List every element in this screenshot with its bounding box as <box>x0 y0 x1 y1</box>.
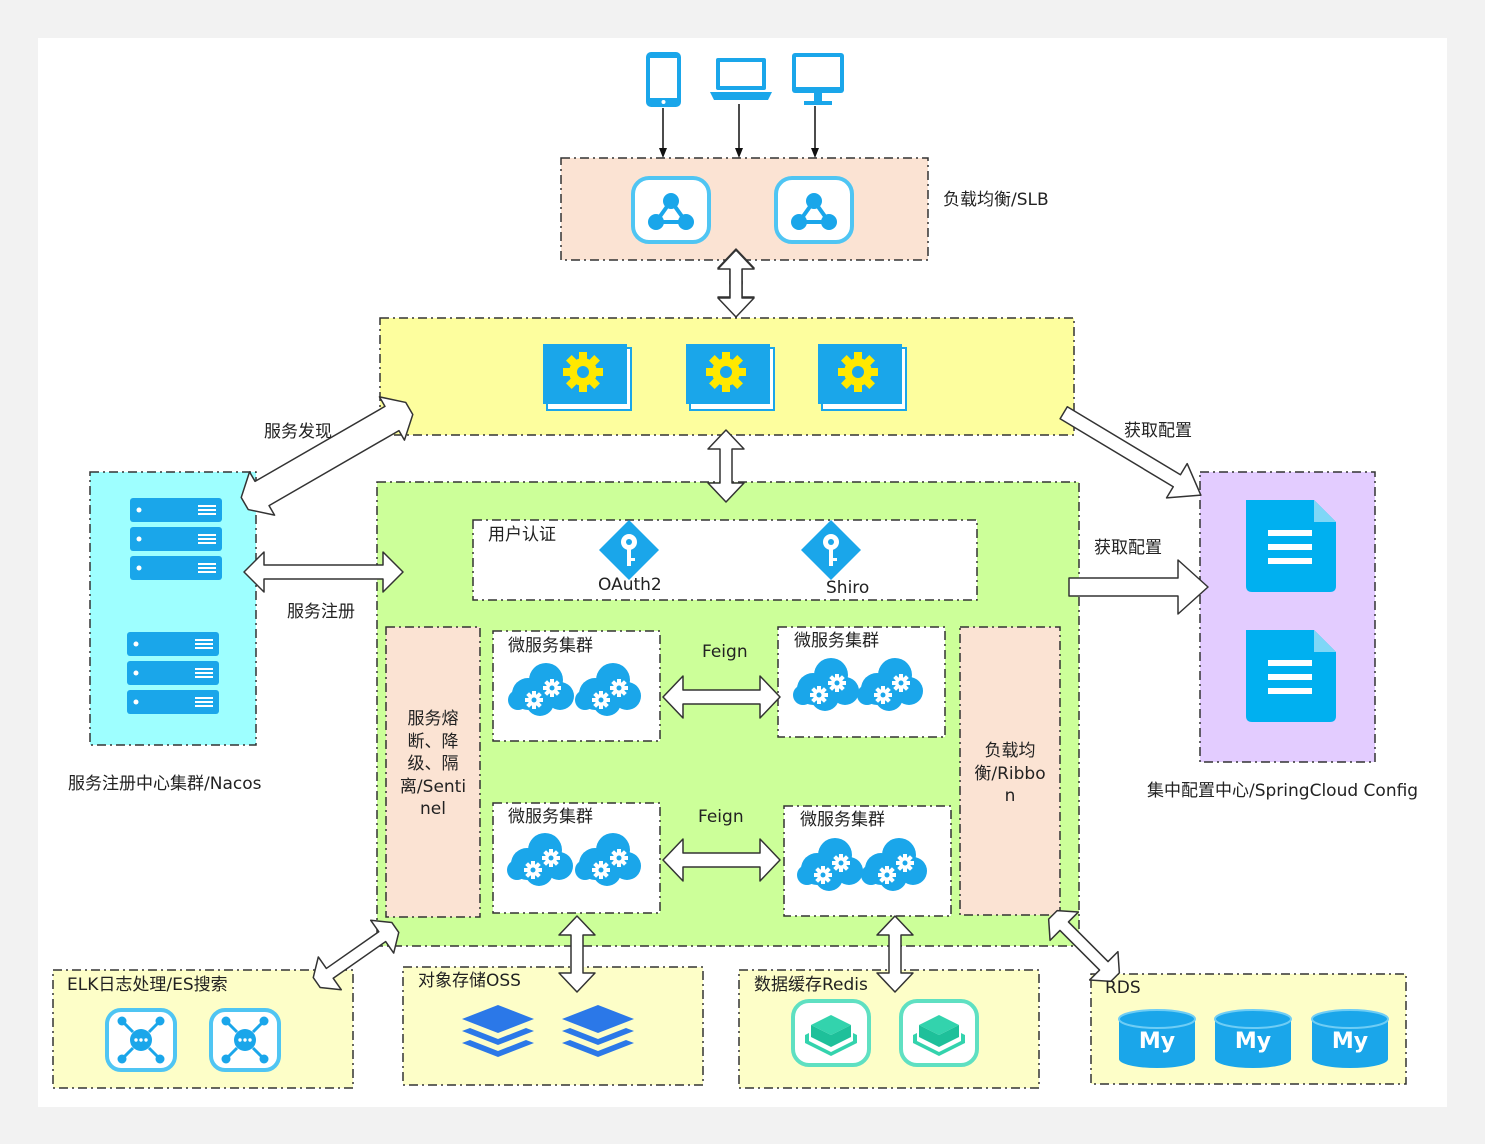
oauth2-label: OAuth2 <box>598 575 662 595</box>
config-center-label: 集中配置中心/SpringCloud Config <box>1147 781 1419 801</box>
slb-label: 负载均衡/SLB <box>943 190 1049 210</box>
load-balancer-icon <box>631 176 711 244</box>
server-icon <box>130 498 222 580</box>
arrow-get-config-mid <box>1068 559 1209 615</box>
service-discovery-label: 服务发现 <box>264 422 332 442</box>
service-register-label: 服务注册 <box>287 602 355 622</box>
mysql-2-text: My <box>1235 1029 1271 1054</box>
redis-box <box>738 969 1040 1089</box>
rds-label: RDS <box>1105 978 1141 998</box>
laptop-icon <box>710 58 772 100</box>
arrow-service-discovery <box>240 396 414 516</box>
cluster-1-label: 微服务集群 <box>508 636 593 656</box>
slb-box <box>560 157 929 261</box>
gear-window-icon <box>686 344 774 410</box>
gear-window-icon <box>543 344 631 410</box>
monitor-icon <box>792 53 844 105</box>
cluster-3-label: 微服务集群 <box>508 807 593 827</box>
network-hub-icon <box>105 1008 177 1072</box>
phone-icon <box>646 52 681 107</box>
arrow-feign-top <box>662 675 781 719</box>
sentinel-label: 服务熔断、降级、隔离/Sentinel <box>399 709 467 819</box>
elk-box <box>52 969 354 1089</box>
ribbon-label: 负载均衡/Ribbon <box>974 741 1046 806</box>
elk-label: ELK日志处理/ES搜索 <box>67 975 228 995</box>
cluster-4-label: 微服务集群 <box>800 810 885 830</box>
server-icon <box>127 632 219 714</box>
oss-box <box>402 966 704 1086</box>
arrow-get-config-top-single <box>1059 406 1202 499</box>
arrow-feign-bottom <box>662 838 781 882</box>
arrow-slb-gateway-double <box>717 249 755 318</box>
arrow-service-register <box>243 551 404 593</box>
shiro-label: Shiro <box>826 578 870 598</box>
cluster-2-label: 微服务集群 <box>794 631 879 651</box>
get-config-top-label: 获取配置 <box>1124 421 1192 441</box>
sentinel-box <box>385 626 481 918</box>
get-config-mid-label: 获取配置 <box>1094 538 1162 558</box>
feign-top-label: Feign <box>702 642 748 662</box>
gear-window-icon <box>818 344 906 410</box>
mysql-1-text: My <box>1139 1029 1175 1054</box>
arrow-app-elk <box>312 919 400 991</box>
auth-box <box>472 519 978 601</box>
cache-box-icon <box>791 999 871 1067</box>
arrow-app-oss <box>558 915 596 993</box>
oss-label: 对象存储OSS <box>418 971 521 991</box>
arrow-app-redis <box>876 915 914 993</box>
cache-box-icon <box>899 999 979 1067</box>
document-icon <box>1246 500 1336 592</box>
feign-bottom-label: Feign <box>698 807 744 827</box>
load-balancer-icon <box>774 176 854 244</box>
redis-label: 数据缓存Redis <box>754 975 868 995</box>
mysql-3-text: My <box>1332 1029 1368 1054</box>
user-auth-label: 用户认证 <box>488 525 556 545</box>
arrow-gateway-app <box>707 429 745 503</box>
ribbon-box <box>959 626 1061 916</box>
document-icon <box>1246 630 1336 722</box>
arrow-app-rds <box>1047 909 1121 983</box>
network-hub-icon <box>209 1008 281 1072</box>
nacos-label: 服务注册中心集群/Nacos <box>68 774 262 794</box>
